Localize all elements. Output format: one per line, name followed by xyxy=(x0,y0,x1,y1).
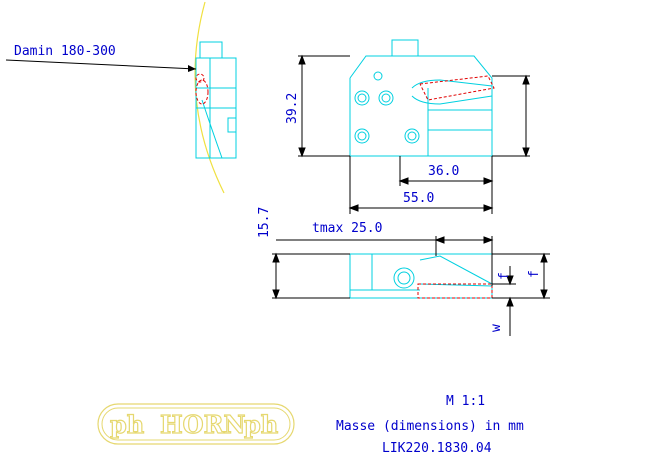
dim-39-value: 39.2 xyxy=(285,93,300,124)
leader-arrow xyxy=(188,65,196,72)
side-view: 15.7 tmax 25.0 f f w xyxy=(257,207,550,336)
w-label: w xyxy=(489,324,504,332)
dim-36-value: 36.0 xyxy=(428,164,459,179)
t-max-label: tmax 25.0 xyxy=(312,221,382,236)
units-note: Masse (dimensions) in mm xyxy=(336,419,524,434)
f-label: f xyxy=(527,270,542,278)
logo-brand: HORN xyxy=(160,410,245,439)
side-view-outline xyxy=(349,253,493,299)
dim-15-lines xyxy=(272,252,350,300)
dim-15-value: 15.7 xyxy=(257,207,272,238)
end-view-insert xyxy=(195,73,209,105)
dim-tmax-lines xyxy=(276,236,494,286)
logo-left-mark: ph xyxy=(110,410,144,439)
logo-frame xyxy=(97,403,295,445)
top-view-insert xyxy=(419,75,495,101)
side-view-insert xyxy=(417,283,493,299)
dim-right-lines xyxy=(492,74,530,158)
horn-logo: ph HORN ph xyxy=(97,403,295,445)
top-view-outline xyxy=(349,39,493,157)
end-view: Damin 180-300 xyxy=(5,1,237,194)
f-small-label: f xyxy=(497,272,512,280)
scale-label: M 1:1 xyxy=(446,394,485,409)
dim-36-lines xyxy=(398,156,494,214)
dim-55-value: 55.0 xyxy=(403,191,434,206)
diameter-range-label: Damin 180-300 xyxy=(14,44,116,59)
logo-frame-inner xyxy=(101,407,291,441)
dim-55-lines xyxy=(348,156,494,214)
part-number: LIK220.1830.04 xyxy=(382,441,492,456)
top-view: 39.2 36.0 55.0 xyxy=(285,39,530,214)
title-block: M 1:1 Masse (dimensions) in mm LIK220.18… xyxy=(336,394,524,456)
logo-right-mark: ph xyxy=(244,410,278,439)
end-view-outline xyxy=(195,41,237,159)
dim-f-lines xyxy=(492,252,550,336)
diameter-leader xyxy=(5,59,197,70)
dim-39-lines xyxy=(298,54,350,158)
